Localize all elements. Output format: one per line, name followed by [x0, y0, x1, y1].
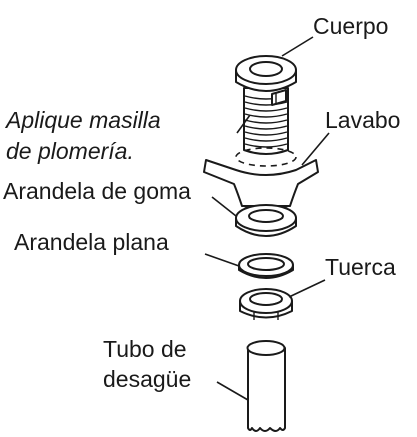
label-lavabo: Lavabo	[325, 107, 400, 133]
label-putty-line1: Aplique masilla	[4, 107, 161, 133]
label-cuerpo: Cuerpo	[313, 13, 388, 39]
sink-section	[203, 147, 319, 210]
label-arandela-goma: Arandela de goma	[3, 178, 191, 204]
label-arandela-plana: Arandela plana	[14, 229, 169, 255]
flat-washer	[238, 253, 294, 279]
label-putty-line2: de plomería.	[6, 138, 134, 164]
rubber-washer	[235, 204, 297, 237]
leader-lines	[204, 36, 330, 401]
label-tuerca: Tuerca	[325, 254, 396, 280]
nut	[239, 288, 293, 320]
drain-tube	[246, 340, 286, 432]
label-tube-line1: Tubo de	[103, 336, 187, 362]
label-tube-line2: desagüe	[103, 366, 191, 392]
drain-body	[235, 55, 297, 155]
